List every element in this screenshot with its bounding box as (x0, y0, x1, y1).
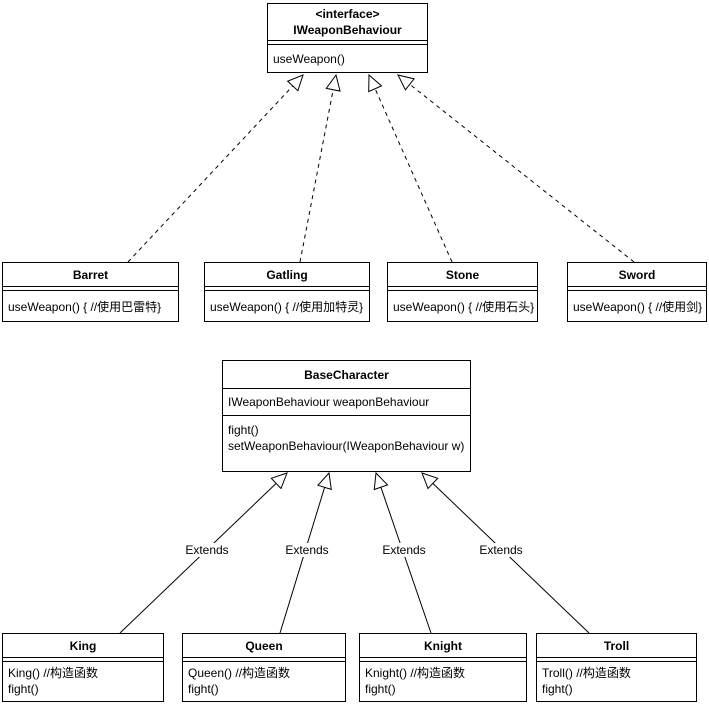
generalization-edge-knight[interactable] (373, 471, 432, 634)
fields-compartment: IWeaponBehaviour weaponBehaviour (223, 388, 470, 415)
class-box-knight[interactable]: Knight Knight() //构造函数 fight() (359, 633, 527, 702)
realization-edge-barret[interactable] (127, 74, 304, 263)
edge-line (119, 483, 277, 634)
class-box-troll[interactable]: Troll Troll() //构造函数 fight() (536, 633, 697, 702)
generalization-edge-king[interactable] (119, 472, 288, 634)
realization-edge-stone[interactable] (368, 73, 453, 263)
realization-edge-gatling[interactable] (299, 73, 341, 263)
empty-fields-compartment (388, 286, 537, 291)
empty-fields-compartment (3, 286, 178, 291)
hollow-triangle-arrowhead (397, 74, 415, 91)
class-title: Queen (245, 638, 283, 653)
methods-compartment: Knight() //构造函数 fight() (360, 662, 526, 701)
class-title: Gatling (266, 267, 308, 282)
class-title: King (69, 638, 97, 653)
edge-line (299, 89, 334, 263)
class-box-queen[interactable]: Queen Queen() //构造函数 fight() (182, 633, 346, 702)
method-line: fight() (542, 682, 573, 696)
methods-compartment: useWeapon() { //使用剑} (573, 299, 703, 314)
methods-compartment: Troll() //构造函数 fight() (537, 662, 696, 701)
edge-line (409, 83, 635, 263)
method-line: fight() (365, 682, 396, 696)
method-line: setWeaponBehaviour(IWeaponBehaviour w) (228, 439, 465, 453)
methods-compartment: useWeapon() (273, 51, 345, 66)
methods-compartment: useWeapon() { //使用石头} (393, 299, 535, 314)
class-box-basecharacter[interactable]: BaseCharacter IWeaponBehaviour weaponBeh… (222, 360, 471, 472)
empty-fields-compartment (360, 657, 526, 662)
hollow-triangle-arrowhead (421, 472, 439, 490)
realization-edge-sword[interactable] (397, 74, 635, 263)
edge-line (374, 88, 453, 263)
class-title: Barret (72, 267, 109, 282)
edge-line (279, 487, 326, 634)
edge-line (432, 483, 590, 634)
empty-fields-compartment (183, 657, 345, 662)
empty-fields-compartment (205, 286, 369, 291)
method-line: fight() (228, 423, 259, 437)
class-box-barret[interactable]: Barret useWeapon() { //使用巴雷特} (2, 262, 179, 322)
hollow-triangle-arrowhead (317, 471, 332, 491)
hollow-triangle-arrowhead (270, 472, 288, 490)
class-title: Troll (603, 638, 630, 653)
hollow-triangle-arrowhead (368, 73, 383, 93)
empty-fields-compartment (268, 40, 427, 45)
edge-label-extends: Extends (182, 543, 232, 557)
methods-compartment: King() //构造函数 fight() (3, 662, 163, 701)
empty-fields-compartment (537, 657, 696, 662)
empty-fields-compartment (568, 286, 706, 291)
interface-stereotype: <interface> (315, 7, 380, 21)
edge-line (380, 487, 432, 634)
methods-compartment: useWeapon() { //使用加特灵} (210, 299, 364, 314)
method-line: fight() (8, 682, 39, 696)
edge-line (127, 85, 294, 263)
empty-fields-compartment (3, 657, 163, 662)
class-title: Stone (445, 267, 480, 282)
class-title: <interface> IWeaponBehaviour (268, 4, 427, 40)
generalization-edge-queen[interactable] (279, 471, 332, 634)
class-title: BaseCharacter (304, 367, 389, 382)
method-line: King() //构造函数 (8, 666, 99, 680)
methods-compartment: fight() setWeaponBehaviour(IWeaponBehavi… (223, 415, 470, 471)
methods-compartment: Queen() //构造函数 fight() (183, 662, 345, 701)
class-box-king[interactable]: King King() //构造函数 fight() (2, 633, 164, 702)
interface-name: IWeaponBehaviour (293, 23, 402, 37)
class-box-iweaponbehaviour[interactable]: <interface> IWeaponBehaviour useWeapon() (267, 3, 428, 73)
class-box-sword[interactable]: Sword useWeapon() { //使用剑} (567, 262, 707, 322)
methods-compartment: useWeapon() { //使用巴雷特} (8, 299, 162, 314)
generalization-edge-troll[interactable] (421, 472, 590, 634)
edge-label-extends: Extends (476, 543, 526, 557)
method-line: Queen() //构造函数 (188, 666, 291, 680)
hollow-triangle-arrowhead (373, 471, 389, 491)
method-line: Troll() //构造函数 (542, 666, 631, 680)
edge-label-extends: Extends (282, 543, 332, 557)
class-title: Knight (424, 638, 462, 653)
class-box-stone[interactable]: Stone useWeapon() { //使用石头} (387, 262, 538, 322)
hollow-triangle-arrowhead (325, 73, 341, 92)
hollow-triangle-arrowhead (286, 74, 304, 92)
edge-label-extends: Extends (379, 543, 429, 557)
method-line: Knight() //构造函数 (365, 666, 466, 680)
class-box-gatling[interactable]: Gatling useWeapon() { //使用加特灵} (204, 262, 370, 322)
method-line: fight() (188, 682, 219, 696)
class-title: Sword (618, 267, 656, 282)
